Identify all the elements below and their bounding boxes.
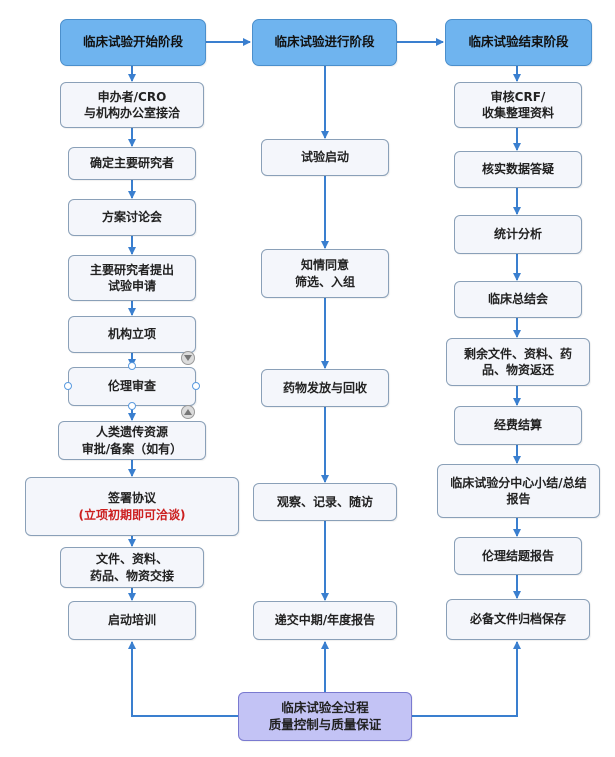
step-ethics-review[interactable]: 伦理审查 [68, 367, 196, 406]
step-observe-record[interactable]: 观察、记录、随访 [253, 483, 397, 521]
header-end-stage[interactable]: 临床试验结束阶段 [445, 19, 592, 66]
arrow-quality-to-start [128, 641, 238, 717]
step-trial-launch[interactable]: 试验启动 [261, 139, 389, 176]
step-genetic-resources[interactable]: 人类遗传资源 审批/备案（如有） [58, 421, 206, 460]
step-return-materials[interactable]: 剩余文件、资料、药 品、物资返还 [446, 338, 590, 386]
step-investigator-application[interactable]: 主要研究者提出 试验申请 [68, 255, 196, 301]
step-sign-agreement[interactable]: 签署协议 (立项初期即可洽谈) [25, 477, 239, 536]
selection-handle-left[interactable] [64, 382, 72, 390]
collapse-down-icon[interactable] [181, 351, 195, 365]
quality-control-box[interactable]: 临床试验全过程 质量控制与质量保证 [238, 692, 412, 741]
step-informed-consent[interactable]: 知情同意 筛选、入组 [261, 249, 389, 298]
sign-agreement-label: 签署协议 [107, 491, 156, 506]
arrow-quality-to-end [412, 641, 521, 717]
step-startup-training[interactable]: 启动培训 [68, 601, 196, 640]
step-statistics[interactable]: 统计分析 [454, 215, 582, 254]
selection-handle-right[interactable] [192, 382, 200, 390]
step-archive-documents[interactable]: 必备文件归档保存 [446, 599, 590, 640]
step-summary-meeting[interactable]: 临床总结会 [454, 281, 582, 318]
collapse-up-icon[interactable] [181, 405, 195, 419]
step-institution-approval[interactable]: 机构立项 [68, 316, 196, 353]
step-interim-report[interactable]: 递交中期/年度报告 [253, 601, 397, 640]
step-verify-data[interactable]: 核实数据答疑 [454, 151, 582, 188]
step-review-crf[interactable]: 审核CRF/ 收集整理资料 [454, 82, 582, 128]
step-protocol-meeting[interactable]: 方案讨论会 [68, 199, 196, 236]
step-sponsor-contact[interactable]: 申办者/CRO 与机构办公室接洽 [60, 82, 204, 128]
sign-agreement-note: (立项初期即可洽谈) [78, 507, 186, 522]
selection-handle-top[interactable] [128, 362, 136, 370]
header-start-stage[interactable]: 临床试验开始阶段 [60, 19, 206, 66]
step-select-investigator[interactable]: 确定主要研究者 [68, 147, 196, 180]
step-center-report[interactable]: 临床试验分中心小结/总结 报告 [437, 464, 600, 518]
step-handover[interactable]: 文件、资料、 药品、物资交接 [60, 547, 204, 588]
step-fee-settlement[interactable]: 经费结算 [454, 406, 582, 445]
step-drug-dispense[interactable]: 药物发放与回收 [261, 369, 389, 407]
step-ethics-closure[interactable]: 伦理结题报告 [454, 537, 582, 575]
header-ongoing-stage[interactable]: 临床试验进行阶段 [252, 19, 397, 66]
selection-handle-bottom[interactable] [128, 402, 136, 410]
